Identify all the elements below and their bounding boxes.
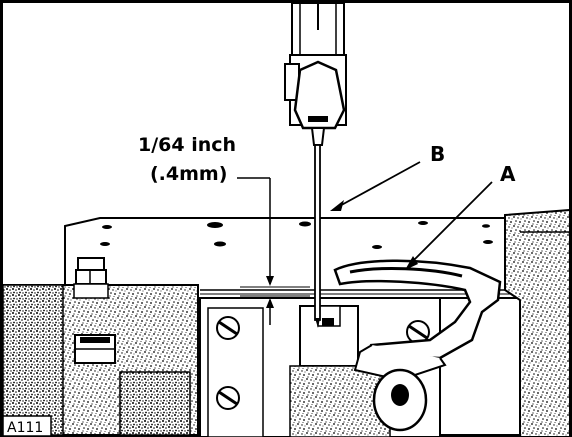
plate-hole (214, 241, 226, 247)
figure-id-badge: A111 (2, 415, 52, 437)
callout-leader-b (330, 161, 421, 211)
gap-dimension (237, 177, 310, 325)
looper-clamp (372, 368, 428, 432)
gap-measurement-label-line1: 1/64 inch (138, 134, 236, 156)
right-housing (504, 208, 571, 437)
plate-hole (372, 245, 382, 249)
plate-hole (100, 242, 110, 246)
screw (216, 316, 240, 340)
callout-label-looper: A (500, 162, 516, 186)
screw (216, 386, 240, 410)
needle-bar-assembly (284, 2, 347, 146)
plate-hole (482, 224, 490, 228)
plate-hole (102, 225, 112, 229)
hex-nut (75, 257, 107, 285)
plate-hole (418, 221, 428, 225)
callout-label-needle: B (430, 142, 445, 166)
callout-leader-a (405, 181, 493, 270)
plate-hole (207, 222, 223, 228)
plate-hole (483, 240, 493, 244)
screw (406, 320, 430, 344)
looper (333, 259, 502, 432)
gap-measurement-label-line2: (.4mm) (150, 163, 227, 185)
plate-hole (299, 221, 311, 227)
figure-id-label: A111 (7, 420, 43, 436)
left-housing (2, 257, 199, 436)
needle (314, 144, 321, 328)
